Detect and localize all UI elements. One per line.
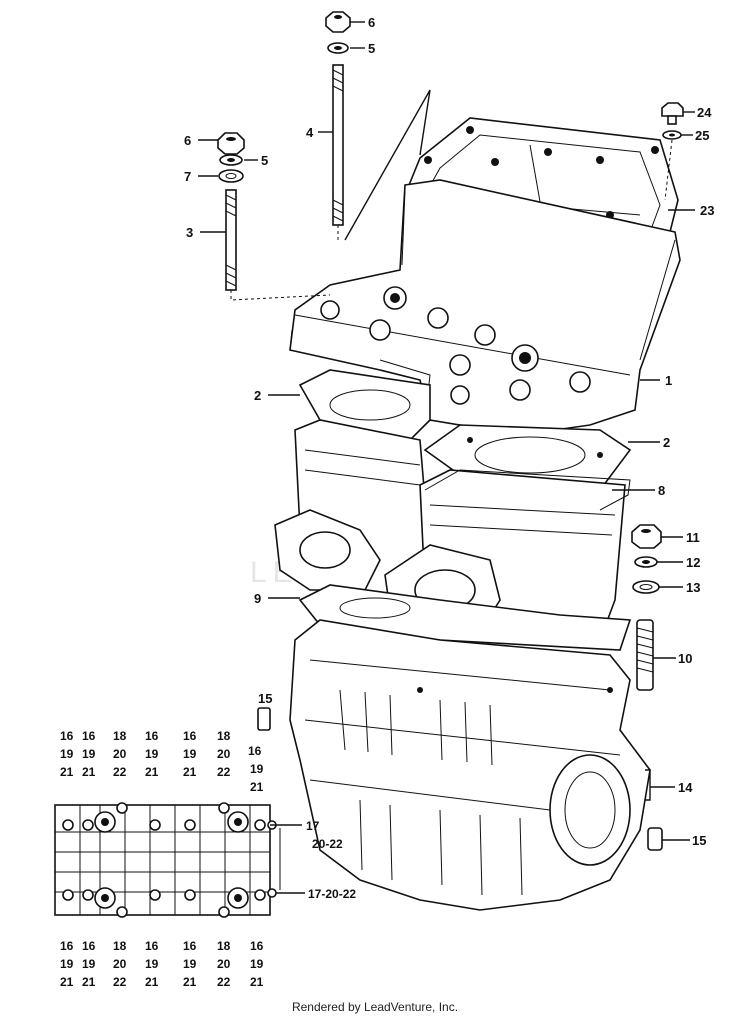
top-group-2-a: 16 — [82, 729, 96, 743]
callout-14: 14 — [678, 780, 693, 795]
dowel-15-left — [257, 707, 271, 731]
bottom-group-4-b: 19 — [145, 957, 159, 971]
top-group-6-b: 20 — [217, 747, 231, 761]
callout-24: 24 — [697, 105, 712, 120]
bottom-group-3-a: 18 — [113, 939, 127, 953]
bottom-group-4-a: 16 — [145, 939, 159, 953]
washer-5-left — [219, 154, 243, 166]
top-group-5-a: 16 — [183, 729, 197, 743]
top-group-4-b: 19 — [145, 747, 159, 761]
top-group-3-a: 18 — [113, 729, 127, 743]
washer-13 — [632, 580, 660, 594]
top-group-5-b: 19 — [183, 747, 197, 761]
callout-11: 11 — [686, 530, 700, 545]
callout-4: 4 — [306, 125, 314, 140]
cylinder-left — [274, 419, 431, 601]
bottom-group-2-c: 21 — [82, 975, 96, 989]
bottom-group-6-a: 18 — [217, 939, 231, 953]
callout-side-19: 19 — [250, 762, 264, 776]
callout-15-left: 15 — [258, 691, 272, 706]
top-group-4-a: 16 — [145, 729, 159, 743]
callout-7: 7 — [184, 169, 191, 184]
bottom-group-5-a: 16 — [183, 939, 197, 953]
callout-17-20-22-right: 17-20-22 — [308, 887, 356, 901]
cylinder-gasket-8 — [424, 469, 631, 511]
bottom-group-7-c: 21 — [250, 975, 264, 989]
stud-10 — [636, 619, 654, 691]
top-group-6-a: 18 — [217, 729, 231, 743]
callout-15-right: 15 — [692, 833, 706, 848]
bottom-group-5-c: 21 — [183, 975, 197, 989]
callout-side-21: 21 — [250, 780, 264, 794]
bottom-row-callouts: 16 19 21 16 19 21 18 20 22 16 19 21 16 1… — [60, 939, 264, 989]
callout-12: 12 — [686, 555, 700, 570]
top-group-2-b: 19 — [82, 747, 96, 761]
callout-13: 13 — [686, 580, 700, 595]
dowel-15-right — [647, 827, 663, 851]
callout-20-22-right: 20-22 — [312, 837, 343, 851]
callout-6-left: 6 — [184, 133, 191, 148]
top-group-1-a: 16 — [60, 729, 74, 743]
bottom-group-1-b: 19 — [60, 957, 74, 971]
bottom-group-1-c: 21 — [60, 975, 74, 989]
bottom-group-4-c: 21 — [145, 975, 159, 989]
footer-credit: Rendered by LeadVenture, Inc. — [291, 1000, 459, 1014]
top-group-5-c: 21 — [183, 765, 197, 779]
callout-23: 23 — [700, 203, 714, 218]
nut-6-top — [325, 11, 351, 33]
bottom-group-7-b: 19 — [250, 957, 264, 971]
callout-17-right: 17 — [306, 819, 320, 833]
bolt-24-dash — [664, 139, 673, 201]
callout-9: 9 — [254, 591, 261, 606]
crankcase-bottom-plate — [54, 802, 281, 918]
washer-25 — [662, 130, 682, 140]
top-group-4-c: 21 — [145, 765, 159, 779]
stud-4 — [332, 64, 344, 240]
top-group-6-c: 22 — [217, 765, 231, 779]
leader-lines — [198, 21, 695, 894]
top-group-3-b: 20 — [113, 747, 127, 761]
bottom-group-3-c: 22 — [113, 975, 127, 989]
washer-12 — [634, 556, 658, 568]
top-row-callouts: 16 19 21 16 19 21 18 20 22 16 19 21 16 1… — [60, 729, 231, 779]
callout-2-left: 2 — [254, 388, 261, 403]
callout-5-top: 5 — [368, 41, 375, 56]
bottom-group-2-b: 19 — [82, 957, 96, 971]
top-group-1-b: 19 — [60, 747, 74, 761]
nut-6-left — [217, 132, 245, 155]
callout-1: 1 — [665, 373, 672, 388]
bottom-group-1-a: 16 — [60, 939, 74, 953]
bottom-group-3-b: 20 — [113, 957, 127, 971]
top-group-2-c: 21 — [82, 765, 96, 779]
callout-5-left: 5 — [261, 153, 268, 168]
bolt-24 — [661, 102, 684, 125]
top-group-1-c: 21 — [60, 765, 74, 779]
top-group-3-c: 22 — [113, 765, 127, 779]
callout-side-16: 16 — [248, 744, 262, 758]
bottom-group-6-c: 22 — [217, 975, 231, 989]
bottom-group-7-a: 16 — [250, 939, 264, 953]
washer-5-top — [327, 42, 349, 54]
nut-11 — [631, 524, 662, 549]
washer-7 — [218, 169, 244, 183]
callout-3: 3 — [186, 225, 193, 240]
callout-10: 10 — [678, 651, 692, 666]
bottom-group-5-b: 19 — [183, 957, 197, 971]
bottom-group-2-a: 16 — [82, 939, 96, 953]
bottom-group-6-b: 20 — [217, 957, 231, 971]
callout-25: 25 — [695, 128, 709, 143]
stud-3 — [225, 189, 331, 301]
callout-2-right: 2 — [663, 435, 670, 450]
callout-6-top: 6 — [368, 15, 375, 30]
crankcase — [289, 619, 651, 911]
callout-8: 8 — [658, 483, 665, 498]
